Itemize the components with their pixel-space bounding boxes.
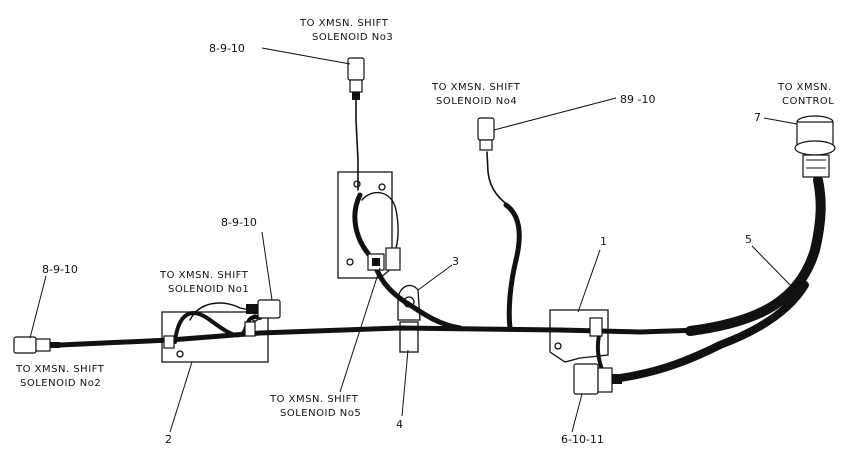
sol3-ref: 8-9-10	[209, 42, 245, 55]
solenoid2-connector-body	[35, 338, 51, 352]
solenoid3-loop	[361, 191, 399, 259]
sol1-ref: 8-9-10	[221, 216, 257, 229]
ctrl-label-line1: TO XMSN.	[777, 82, 832, 93]
callout-5-leader	[751, 245, 796, 291]
solenoid1-connector	[257, 299, 281, 319]
ctrl-ref: 7	[754, 111, 761, 124]
sol5-label-line2: SOLENOID No5	[280, 408, 361, 419]
upper-bracket-hole	[346, 258, 354, 266]
sol2-label-line1: TO XMSN. SHIFT	[15, 364, 105, 375]
sol3-leader	[261, 47, 351, 65]
sol2-ref: 8-9-10	[42, 263, 78, 276]
callout-1: 1	[600, 235, 607, 248]
callout-4: 4	[396, 418, 403, 431]
solenoid4-branch	[503, 202, 522, 331]
right-bracket-hole	[554, 342, 562, 350]
sol4-label-line1: TO XMSN. SHIFT	[431, 82, 521, 93]
sol5-leader	[339, 267, 381, 393]
solenoid2-connector	[13, 336, 37, 354]
lower-connector-boot	[612, 374, 622, 384]
callout-4-leader	[401, 349, 409, 417]
solenoid4-connector	[477, 117, 495, 141]
control-connector-flange	[794, 140, 836, 156]
callout-2-leader	[169, 361, 193, 433]
left-bracket-hole	[176, 350, 184, 358]
upper-bracket-hole	[353, 180, 361, 188]
sol4-ref: 89 -10	[620, 93, 655, 106]
harness-clip	[163, 335, 175, 349]
upper-bracket-hole	[378, 183, 386, 191]
solenoid1-branch	[173, 311, 262, 344]
ctrl-label-line2: CONTROL	[782, 96, 834, 107]
solenoid1-lead	[189, 302, 251, 321]
callout-5: 5	[745, 233, 752, 246]
sol5-label-line1: TO XMSN. SHIFT	[269, 394, 359, 405]
solenoid3-connector	[347, 57, 365, 81]
sol1-ref-leader	[261, 231, 273, 301]
solenoid1-boot	[246, 304, 258, 314]
callout-6: 6-10-11	[561, 433, 604, 446]
harness-clip	[244, 321, 256, 337]
sol2-label-line2: SOLENOID No2	[20, 378, 101, 389]
sol3-label-line2: SOLENOID No3	[312, 32, 393, 43]
solenoid4-connector-body	[479, 139, 493, 151]
solenoid5-boot	[372, 258, 380, 266]
solenoid3-connector-body	[349, 79, 363, 93]
sol1-label-line2: SOLENOID No1	[168, 284, 249, 295]
harness-sleeve-5	[685, 175, 826, 336]
harness-branch-lower	[616, 281, 809, 382]
callout-3: 3	[452, 255, 459, 268]
sol4-label-line2: SOLENOID No4	[436, 96, 517, 107]
lower-connector	[573, 363, 599, 395]
sol4-leader	[493, 97, 617, 131]
sol3-label-line1: TO XMSN. SHIFT	[299, 18, 389, 29]
solenoid3-lead	[355, 95, 359, 191]
harness-clip	[589, 317, 603, 337]
sol1-label-line1: TO XMSN. SHIFT	[159, 270, 249, 281]
solenoid5-connector-mate	[385, 247, 401, 271]
control-connector-boot	[802, 154, 830, 178]
callout-3-leader	[417, 264, 453, 291]
lower-connector-mate	[597, 367, 613, 393]
ctrl-leader	[763, 117, 798, 125]
callout-1-leader	[577, 249, 601, 313]
solenoid2-boot	[50, 342, 60, 348]
sol2-leader	[29, 275, 47, 339]
solenoid3-boot	[352, 92, 360, 100]
solenoid3-branch	[352, 192, 463, 331]
callout-2: 2	[165, 433, 172, 446]
upper-bracket	[337, 171, 393, 279]
callout-6-leader	[571, 393, 583, 433]
solenoid4-lead	[486, 151, 513, 209]
